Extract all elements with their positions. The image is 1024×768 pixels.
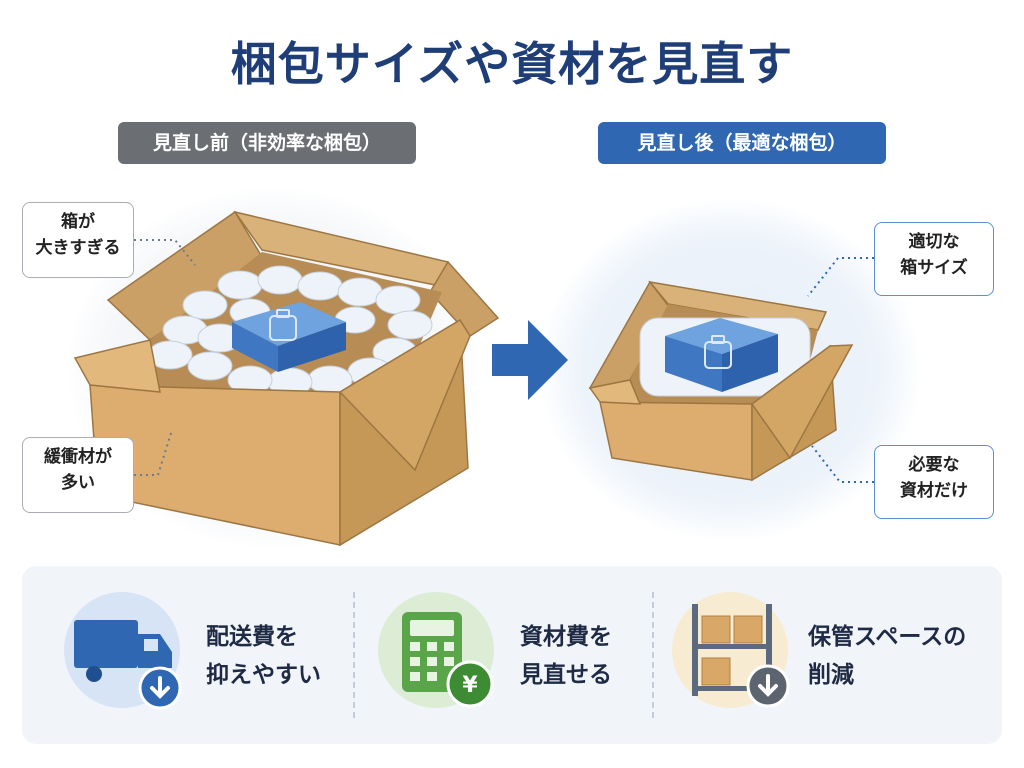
callout-too-much-cushioning: 緩衝材が 多い [22, 437, 134, 513]
callout-line: 必要な [908, 455, 960, 475]
after-label: 見直し後（最適な梱包） [598, 122, 886, 164]
svg-text:¥: ¥ [462, 673, 478, 698]
callout-line: 箱サイズ [900, 258, 968, 278]
callout-box-too-large: 箱が 大きすぎる [22, 202, 134, 278]
benefit-line: 抑えやすい [206, 662, 321, 688]
delivery-truck-icon [64, 592, 182, 710]
benefit-line: 資材費を [520, 624, 612, 650]
callout-leader [807, 257, 874, 297]
callout-line: 適切な [908, 232, 960, 252]
benefits-panel [22, 566, 1002, 744]
arrow-right-icon [492, 320, 568, 400]
product-box-icon [232, 302, 346, 372]
callout-line: 資材だけ [900, 481, 968, 501]
benefit-storage-space: 保管スペースの 削減 [808, 618, 1008, 694]
benefit-line: 配送費を [206, 624, 298, 650]
divider [353, 592, 355, 718]
calculator-yen-icon: ¥ [378, 592, 494, 708]
callout-only-needed-material: 必要な 資材だけ [874, 445, 994, 519]
cushioning-material [147, 265, 433, 397]
product-box-icon [665, 318, 778, 392]
page-title: 梱包サイズや資材を見直す [230, 37, 794, 91]
storage-shelf-icon [672, 592, 790, 708]
benefit-line: 見直せる [520, 662, 612, 688]
large-box-illustration [73, 210, 500, 547]
benefit-line: 保管スペースの [808, 624, 967, 650]
callout-right-box-size: 適切な 箱サイズ [874, 222, 994, 296]
callout-line: 緩衝材が [44, 447, 112, 467]
benefit-material-cost: 資材費を 見直せる [520, 618, 660, 694]
small-box-illustration [588, 280, 854, 482]
divider [652, 592, 654, 718]
callout-line: 大きすぎる [35, 238, 121, 258]
benefit-line: 削減 [808, 662, 854, 688]
before-label: 見直し前（非効率な梱包） [118, 122, 416, 164]
callout-leader [134, 239, 196, 266]
callout-leader [134, 429, 173, 476]
callout-line: 多い [61, 473, 95, 493]
callout-line: 箱が [61, 212, 95, 232]
benefit-shipping-cost: 配送費を 抑えやすい [206, 618, 346, 694]
